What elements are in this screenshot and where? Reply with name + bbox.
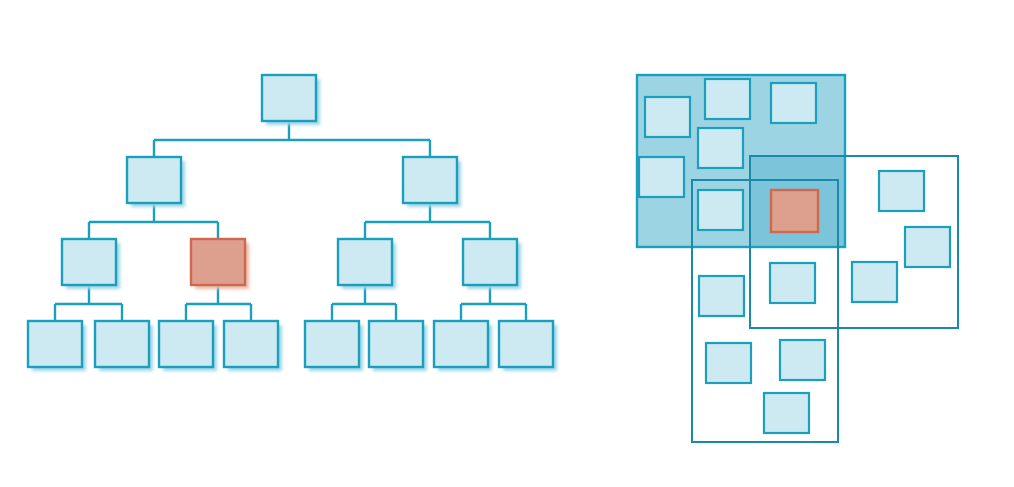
tree-node [125,155,185,207]
region-bottom [691,179,839,443]
tree-node [497,319,557,371]
region-right [749,155,959,329]
node-box [432,319,490,369]
tree-node [401,155,461,207]
region-diagram [635,73,959,443]
node-box [497,319,555,369]
region-node [704,341,753,385]
region-top-left [635,73,847,249]
region-node [697,274,746,318]
tree-node [157,319,217,371]
tree-connectors [53,121,528,321]
node-box [303,319,361,369]
region-node [762,391,811,435]
tree-node [26,319,86,371]
tree-node-highlighted [189,237,249,289]
node-box [222,319,280,369]
node-box [157,319,215,369]
node-box [336,237,394,287]
node-box [26,319,84,369]
node-box [189,237,247,287]
tree-node [60,237,120,289]
tree-node [303,319,363,371]
region-node [637,155,686,199]
tree-node [93,319,153,371]
region-node [643,95,692,139]
tree-node [222,319,282,371]
node-box [125,155,183,205]
region-node [850,260,899,304]
region-node [769,81,818,125]
region-node [696,126,745,170]
region-node [877,169,926,213]
node-box [260,73,318,123]
node-box [60,237,118,287]
region-node [778,338,827,382]
tree-node [432,319,492,371]
tree-node [367,319,427,371]
region-node [903,225,952,269]
region-node [696,188,745,232]
tree-node [336,237,396,289]
region-node [703,77,752,121]
region-node [768,261,817,305]
node-box [461,237,519,287]
node-box [93,319,151,369]
node-box [401,155,459,205]
tree-node [461,237,521,289]
region-node-highlighted [769,188,820,234]
node-box [367,319,425,369]
tree-node [260,73,320,125]
tree-diagram [26,73,557,371]
